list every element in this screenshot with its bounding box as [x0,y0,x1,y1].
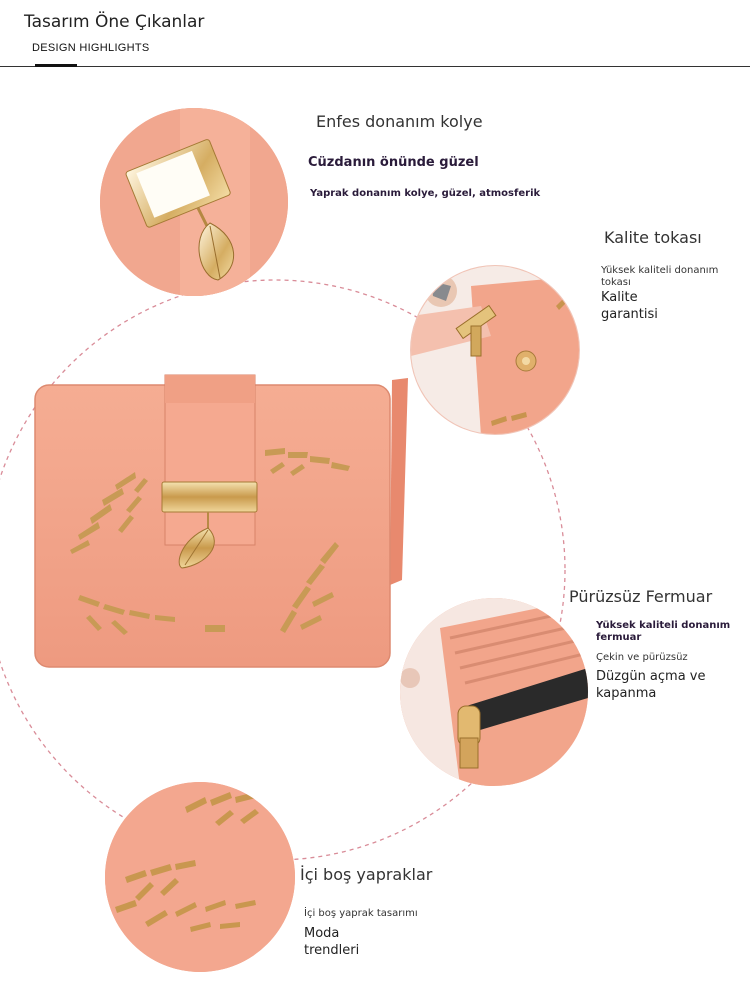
leaves-desc: İçi boş yaprak tasarımı [304,908,418,919]
buckle-clasp-icon [455,304,497,357]
leaves-title: İçi boş yapraklar [300,865,433,884]
buckle-note-line1: Kalite [601,290,638,305]
buckle-title: Kalite tokası [604,228,702,247]
zipper-desc: Çekin ve pürüzsüz [596,652,688,663]
leaves-note-line2: trendleri [304,943,360,958]
buckle-desc-line1: Yüksek kaliteli donanım [601,265,719,276]
leaves-closeup-circle [105,782,295,972]
zipper-strong-line1: Yüksek kaliteli donanım [596,620,731,631]
zipper-note-line1: Düzgün açma ve [596,669,706,684]
buckle-desc-line2: tokası [601,277,631,288]
page-subtitle: DESIGN HIGHLIGHTS [32,42,150,54]
buckle-closeup-circle [410,265,580,435]
header-divider [0,66,750,67]
necklace-strong: Cüzdanın önünde güzel [308,155,479,170]
zipper-title: Pürüzsüz Fermuar [569,587,713,606]
wallet-illustration [34,374,408,668]
zipper-closeup-circle [400,598,588,786]
page-title: Tasarım Öne Çıkanlar [24,12,205,32]
hollow-leaf-icon [115,792,259,932]
leaves-note-line1: Moda [304,926,340,941]
zipper-icon [457,705,481,769]
necklace-desc: Yaprak donanım kolye, güzel, atmosferik [310,188,541,199]
header-accent-bar [35,64,77,67]
buckle-note-line2: garantisi [601,307,658,322]
necklace-closeup-circle [100,108,288,296]
dashed-ring [0,279,566,861]
zipper-note-line2: kapanma [596,686,657,701]
necklace-title: Enfes donanım kolye [316,112,483,131]
zipper-strong-line2: fermuar [596,632,642,643]
leaf-pendant-icon [198,222,234,281]
